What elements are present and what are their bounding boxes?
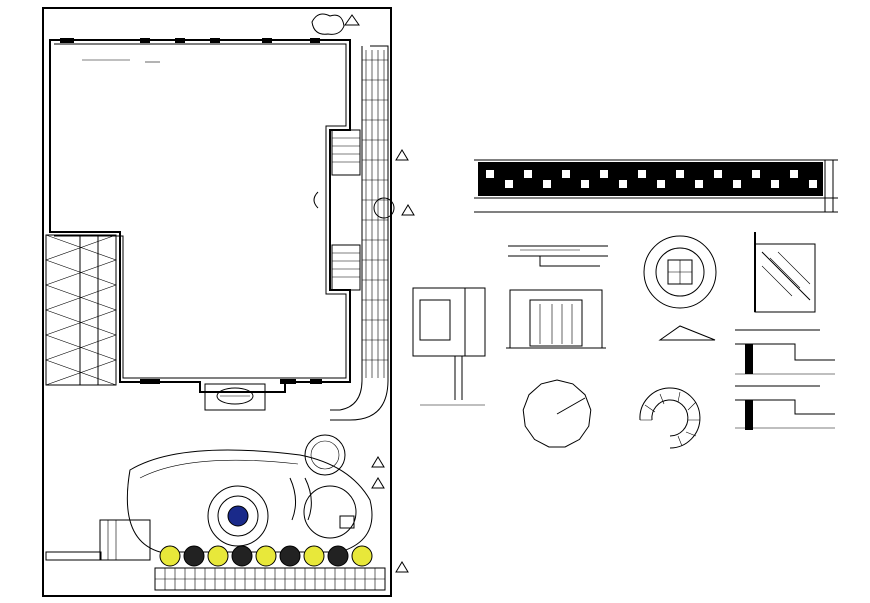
site-boundary — [42, 7, 392, 597]
hatched-area — [45, 234, 117, 386]
fountain-pool — [227, 505, 249, 527]
site-plan — [42, 7, 415, 597]
stair-blocks — [313, 129, 395, 291]
elevation-window — [638, 170, 646, 178]
detail-d — [658, 325, 716, 341]
building-outline — [49, 38, 351, 393]
elevation-window — [600, 170, 608, 178]
elevation-window — [733, 180, 741, 188]
bottom-paving — [154, 567, 386, 591]
detail-round-a — [643, 235, 717, 309]
detail-b — [412, 287, 486, 406]
elevation-window — [486, 170, 494, 178]
elevation-window — [714, 170, 722, 178]
elevation-window — [562, 170, 570, 178]
elevation-window — [695, 180, 703, 188]
elevation-window — [581, 180, 589, 188]
elevation-window — [809, 180, 817, 188]
elevation-windows — [486, 170, 817, 188]
elevation-window — [752, 170, 760, 178]
elevation-window — [676, 170, 684, 178]
spiral-stair — [639, 387, 701, 449]
detail-a — [508, 245, 608, 267]
polygon-plan — [522, 379, 592, 448]
garden-area — [126, 434, 373, 553]
side-entrance — [45, 519, 151, 561]
detail-sections — [412, 232, 835, 430]
section-profile-b — [735, 385, 835, 430]
elevation-window — [790, 170, 798, 178]
tree-row — [159, 545, 373, 567]
section-markers — [344, 14, 415, 573]
detail-stair — [754, 232, 816, 313]
entrance-feature — [204, 383, 266, 411]
paved-walkway — [330, 45, 389, 421]
round-details — [522, 379, 701, 449]
elevation-window — [771, 180, 779, 188]
section-profile-a — [735, 329, 835, 375]
elevation-window — [657, 180, 665, 188]
elevation-window — [524, 170, 532, 178]
elevation-window — [505, 180, 513, 188]
elevation-window — [619, 180, 627, 188]
tree-outline — [311, 13, 345, 35]
elevation-window — [543, 180, 551, 188]
detail-c — [506, 289, 606, 349]
elevation-strip — [474, 159, 838, 213]
